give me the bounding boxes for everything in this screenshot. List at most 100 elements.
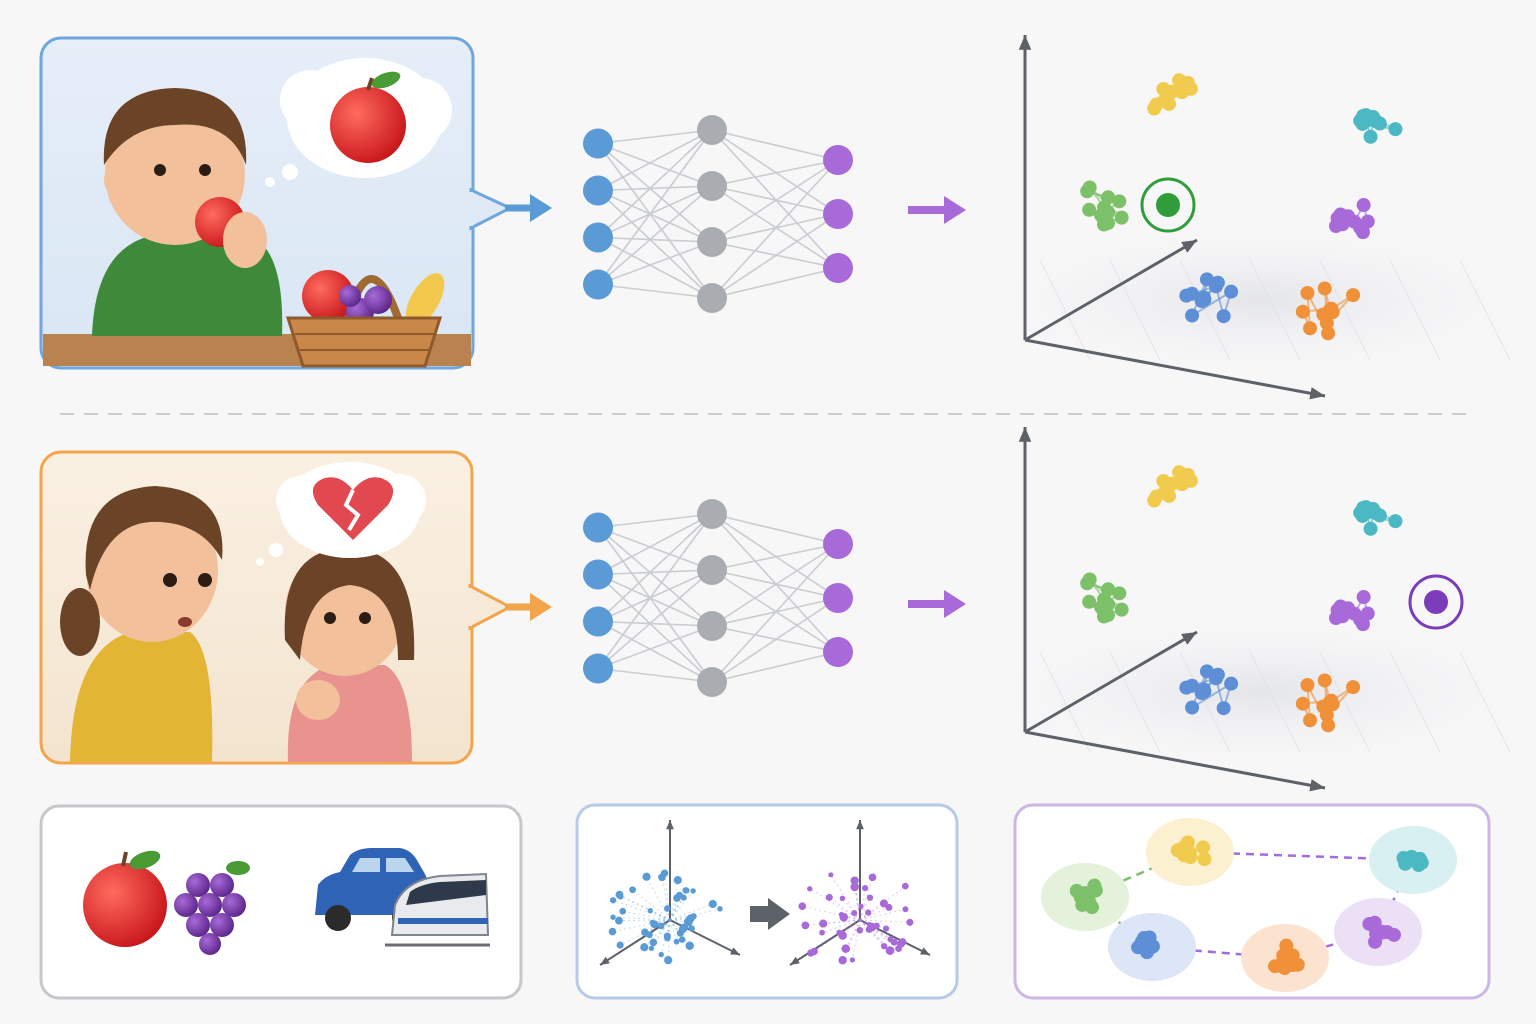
network-edge — [597, 573, 713, 683]
scatter-point — [825, 893, 833, 901]
scatter-point — [880, 942, 888, 950]
cluster-point — [1216, 309, 1231, 324]
scatter-ray — [660, 919, 671, 927]
scatter-ray — [828, 896, 861, 921]
scatter-point — [673, 938, 680, 945]
cluster-point — [1164, 84, 1179, 99]
network-edge — [597, 129, 713, 192]
cluster-point — [1268, 959, 1283, 974]
network-edge — [597, 236, 713, 243]
highlight-ring — [1408, 574, 1464, 630]
scatter-ray — [619, 919, 671, 946]
scatter-ray — [813, 919, 861, 952]
network-edge — [597, 620, 713, 683]
network-edge — [597, 513, 713, 669]
network-edge — [711, 159, 839, 299]
cluster-point — [1295, 304, 1310, 319]
network-node — [823, 583, 853, 613]
network-edge — [597, 241, 713, 286]
axis-line — [1024, 630, 1198, 734]
scatter-point — [616, 941, 624, 949]
scatter-ray — [859, 919, 895, 943]
axis-line — [789, 919, 861, 966]
arrow-right-icon — [505, 194, 552, 222]
scatter-point — [649, 938, 658, 947]
scatter-point — [647, 908, 653, 914]
grid-line — [1109, 651, 1161, 753]
scatter-ray — [830, 874, 861, 921]
scatter-ray — [620, 896, 671, 921]
cluster-point — [1386, 927, 1401, 942]
network-node — [823, 145, 853, 175]
cluster-point — [1196, 290, 1211, 305]
cluster-point — [1172, 465, 1187, 480]
network-node — [697, 611, 727, 641]
scatter-point — [619, 907, 627, 915]
grid-line — [1389, 259, 1441, 361]
network-edge — [597, 526, 713, 627]
cluster-point — [1162, 488, 1177, 503]
scatter-point — [851, 909, 858, 916]
network-edge — [597, 185, 713, 239]
scatter-point — [906, 918, 914, 926]
cluster-point — [1185, 308, 1200, 323]
train-icon — [385, 872, 490, 947]
scatter-point — [717, 906, 723, 912]
network-edge — [597, 569, 713, 623]
scatter-point — [819, 929, 825, 936]
scatter-point — [660, 869, 669, 877]
scatter-ray — [643, 919, 671, 948]
network-edge — [597, 527, 713, 683]
cluster-point — [1303, 713, 1318, 728]
cluster-point — [1147, 101, 1162, 116]
scatter-point — [858, 903, 864, 910]
scatter-ray — [622, 910, 671, 921]
scatter-ray — [821, 919, 861, 934]
network-node — [583, 128, 613, 159]
cluster-point — [1363, 521, 1378, 536]
scatter-ray — [669, 918, 691, 921]
scatter-ray — [842, 919, 861, 961]
network-edge — [711, 129, 839, 215]
scatter-point — [657, 922, 665, 930]
grid-line — [1179, 259, 1231, 361]
scatter-point — [838, 931, 847, 940]
network-edge — [711, 569, 839, 599]
cluster-point — [1303, 321, 1318, 336]
scatter-point — [608, 927, 617, 936]
cluster-point — [1224, 284, 1239, 299]
scatter-point — [648, 945, 655, 951]
network-edge — [711, 159, 839, 243]
cluster-point — [1164, 476, 1179, 491]
network-edge — [597, 513, 713, 623]
scatter-point — [885, 903, 893, 911]
sad-girl-right — [284, 548, 415, 762]
arrow-right-icon — [908, 590, 966, 618]
network-edge — [597, 569, 713, 576]
scatter-blue-icon — [599, 820, 741, 966]
row-apple — [39, 36, 552, 370]
scatter-point — [828, 872, 834, 878]
cluster-point — [1088, 883, 1103, 898]
scatter-ray — [669, 919, 678, 942]
network-edge — [597, 143, 713, 299]
cluster-point — [1096, 217, 1111, 232]
cluster-point — [1317, 281, 1332, 296]
axis-arrow — [856, 820, 864, 830]
scatter-point — [640, 943, 649, 952]
cluster-point — [1402, 851, 1417, 866]
cluster-point — [1080, 576, 1095, 591]
scatter-point — [889, 947, 895, 953]
cluster-point — [1335, 609, 1350, 624]
cluster-point — [1101, 582, 1116, 597]
network-edge — [711, 651, 839, 683]
cluster-point — [1290, 957, 1305, 972]
network-edge — [597, 569, 713, 670]
grid-line — [1039, 259, 1091, 361]
axis-arrow — [1181, 632, 1197, 645]
network-edge — [711, 267, 839, 299]
scatter-point — [688, 925, 695, 932]
network-edge — [711, 597, 839, 683]
cluster-point — [1096, 609, 1111, 624]
